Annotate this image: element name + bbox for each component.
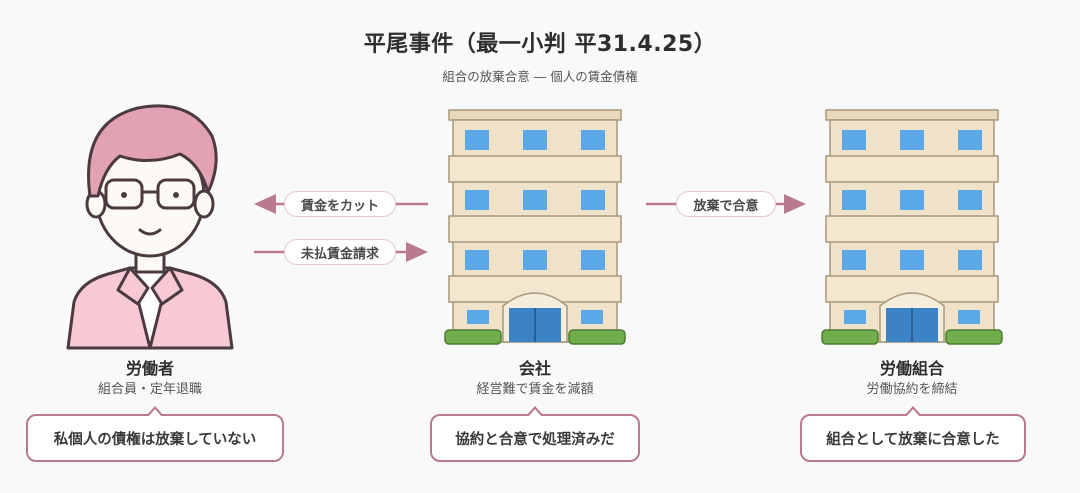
- worker-role: 組合員・定年退職: [97, 382, 202, 397]
- union-building-illustration: [821, 109, 1003, 345]
- company-speech-bubble: 協約と合意で処理済みだ: [430, 406, 640, 462]
- union-name: 労働組合: [879, 359, 944, 378]
- unpaid-claim-label: 未払賃金請求: [284, 239, 396, 265]
- page-title: 平尾事件（最一小判 平31.4.25）: [363, 32, 717, 57]
- wage-cut-label: 賃金をカット: [284, 191, 396, 217]
- company-claim-text: 協約と合意で処理済みだ: [455, 431, 615, 448]
- worker-claim-text: 私個人の債権は放棄していない: [53, 431, 257, 448]
- company-name: 会社: [518, 359, 551, 378]
- union-claim-text: 組合として放棄に合意した: [826, 431, 1000, 448]
- waiver-agreement-label: 放棄で合意: [676, 191, 776, 217]
- company-building-illustration: [444, 109, 626, 345]
- worker-name: 労働者: [125, 359, 174, 378]
- worker-illustration: [66, 104, 234, 350]
- union-role: 労働協約を締結: [866, 382, 958, 397]
- worker-speech-bubble: 私個人の債権は放棄していない: [26, 406, 284, 462]
- company-role: 経営難で賃金を減額: [476, 382, 594, 397]
- page-subtitle: 組合の放棄合意 ― 個人の賃金債権: [442, 69, 638, 84]
- union-speech-bubble: 組合として放棄に合意した: [800, 406, 1026, 462]
